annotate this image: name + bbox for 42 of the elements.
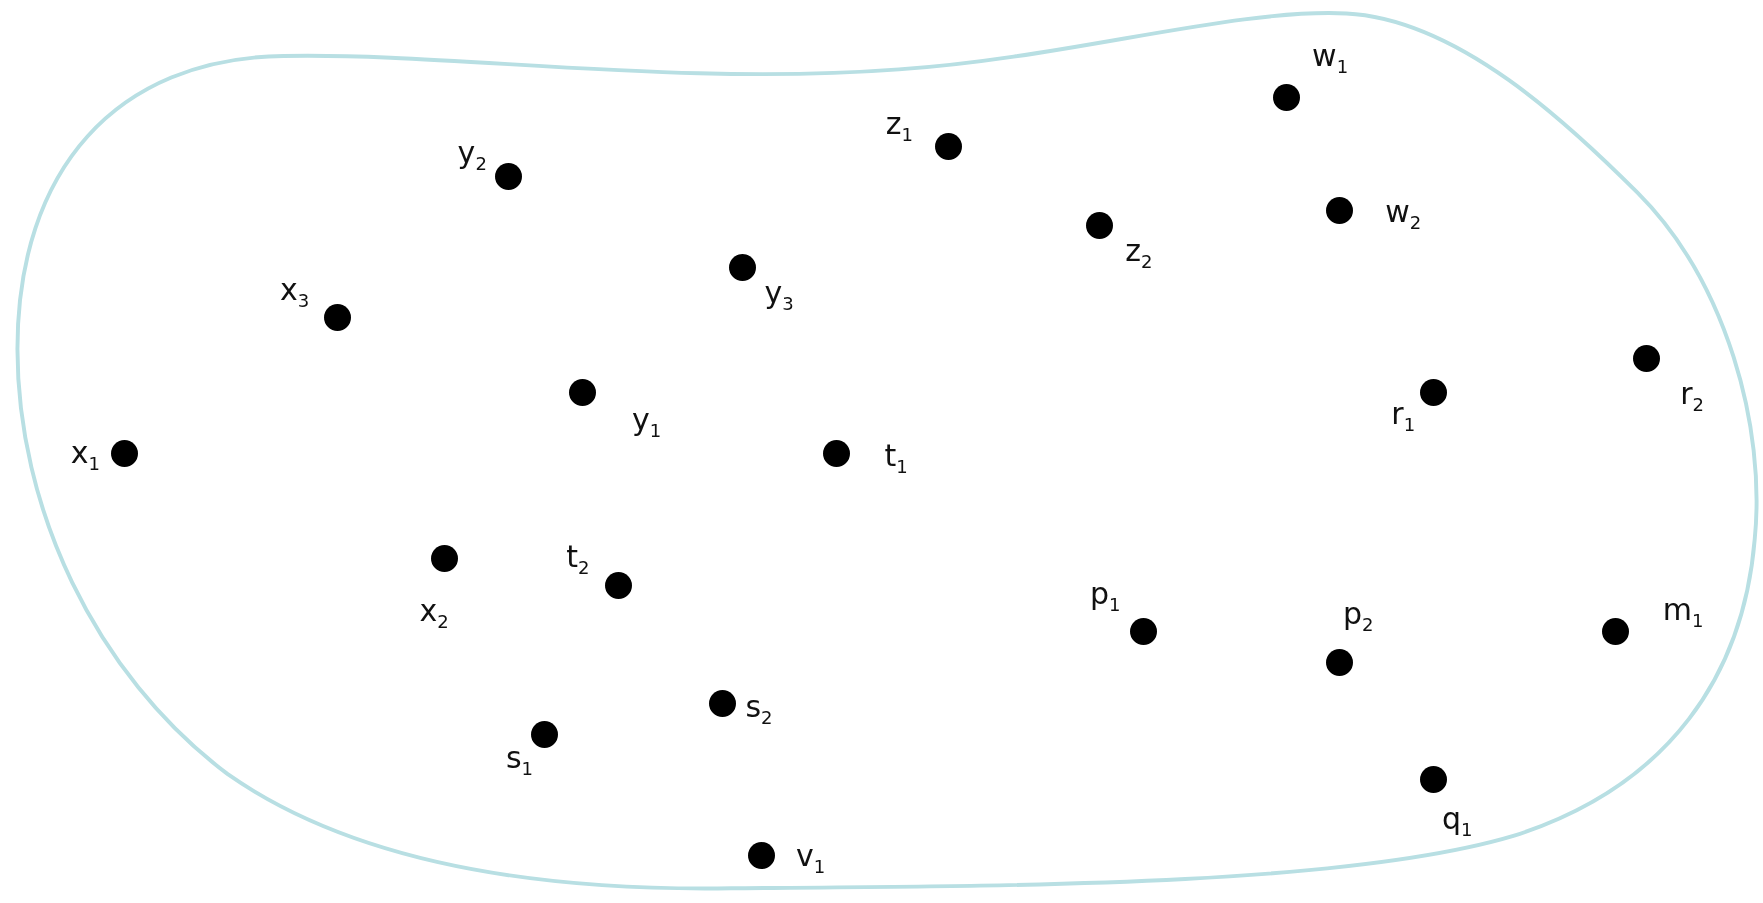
point-dot [1272, 84, 1300, 112]
point-label: r$_{1}$ [1391, 398, 1416, 434]
point-dot [728, 254, 756, 282]
point-label: y$_{1}$ [631, 404, 662, 440]
point-dot [494, 163, 522, 190]
point-dot [709, 690, 737, 718]
point-label: y$_{2}$ [457, 137, 487, 173]
point-label: s$_{1}$ [505, 742, 533, 778]
point-label: p$_{2}$ [1342, 598, 1374, 634]
point-dot [823, 439, 850, 467]
point-label: z$_{1}$ [885, 108, 914, 144]
point-dot [604, 572, 632, 600]
point-label: x$_{1}$ [70, 437, 101, 473]
point-dot [1129, 618, 1157, 646]
point-label: y$_{3}$ [764, 277, 794, 313]
point-label: q$_{1}$ [1441, 803, 1473, 839]
point-dot [1086, 212, 1114, 240]
point-dot [1420, 765, 1448, 793]
point-dot [1602, 618, 1630, 646]
point-dot [747, 842, 775, 870]
point-label: x$_{2}$ [419, 595, 449, 631]
point-label: w$_{1}$ [1312, 40, 1349, 76]
point-dot [935, 132, 963, 160]
point-dot [1632, 345, 1660, 373]
point-dot [430, 545, 458, 573]
point-label: m$_{1}$ [1662, 594, 1704, 630]
point-dot [568, 378, 596, 406]
point-label: t$_{2}$ [566, 541, 590, 577]
point-label: s$_{2}$ [745, 691, 773, 727]
point-label: z$_{2}$ [1125, 235, 1153, 271]
point-label: p$_{1}$ [1090, 578, 1121, 614]
point-dot [1420, 378, 1448, 406]
point-label: v$_{1}$ [796, 840, 826, 876]
point-label: t$_{1}$ [884, 440, 908, 476]
point-dot [1325, 648, 1353, 676]
point-dot [323, 303, 351, 331]
point-dot [530, 720, 558, 748]
point-label: x$_{3}$ [279, 274, 310, 310]
point-dot [1325, 196, 1353, 224]
point-label: w$_{2}$ [1385, 196, 1422, 232]
point-label: r$_{2}$ [1680, 378, 1705, 414]
point-dot [111, 439, 139, 467]
